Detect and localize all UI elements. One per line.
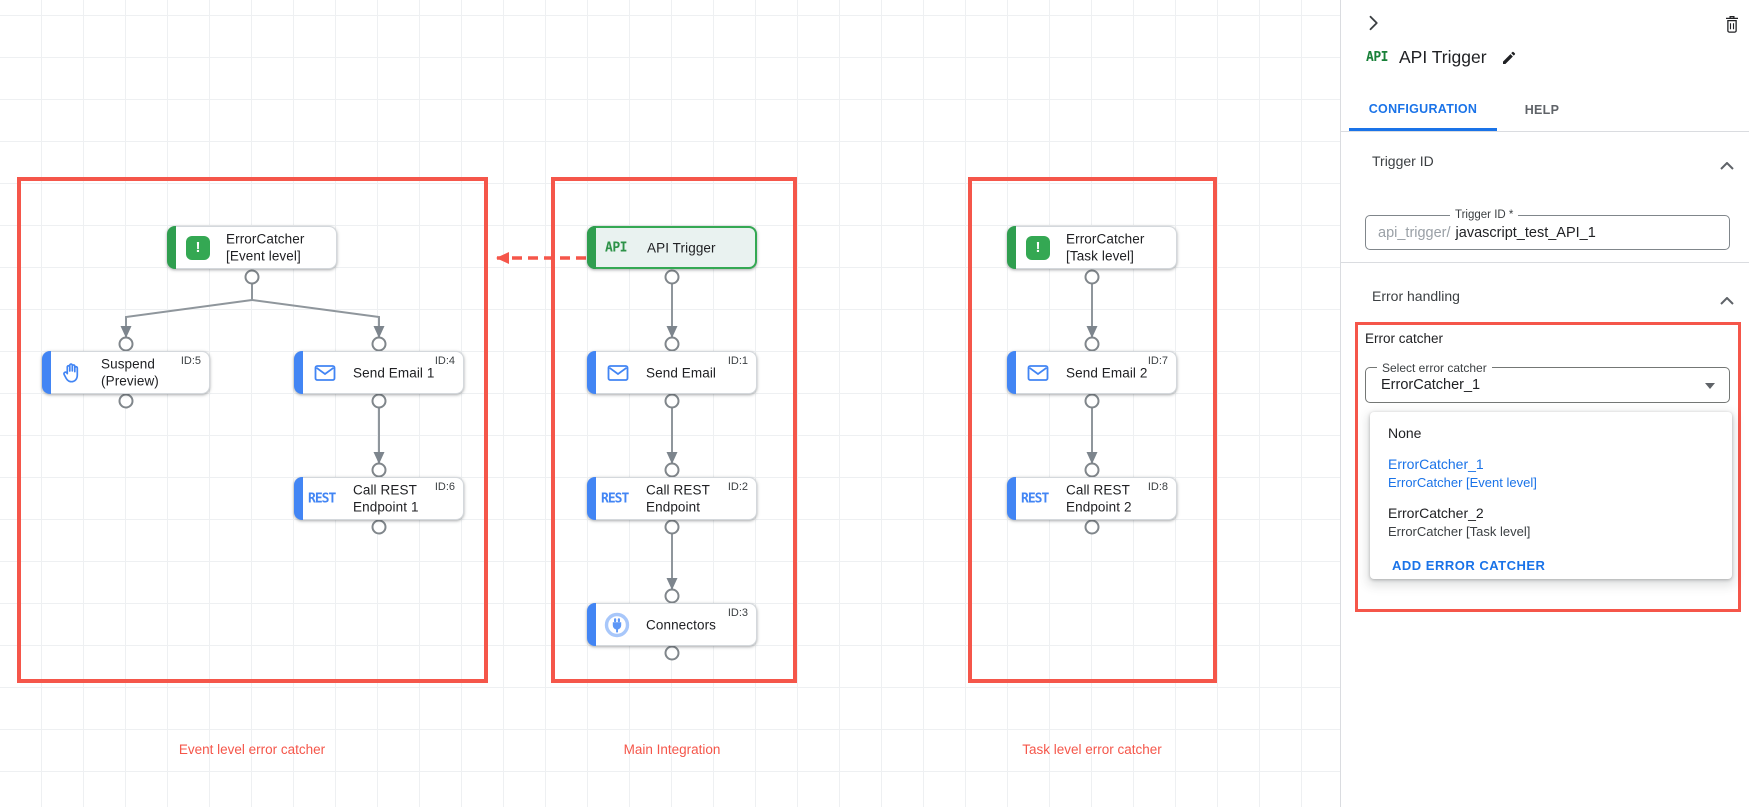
dropdown-option-errorcatcher-1[interactable]: ErrorCatcher_1 ErrorCatcher [Event level… xyxy=(1388,456,1732,490)
group-label-event-level: Event level error catcher xyxy=(178,742,326,757)
email-icon xyxy=(313,361,337,385)
node-label: Send Email 2 xyxy=(1066,364,1148,380)
error-catcher-icon: ! xyxy=(1026,235,1050,260)
node-label: Call REST Endpoint 1 xyxy=(353,482,419,515)
node-id: ID:4 xyxy=(434,355,455,367)
email-icon xyxy=(1026,361,1050,385)
collapse-section-icon[interactable] xyxy=(1720,292,1734,305)
trigger-id-prefix: api_trigger/ xyxy=(1378,224,1451,241)
node-id: ID:2 xyxy=(727,481,748,493)
edit-title-icon[interactable] xyxy=(1501,50,1517,66)
collapse-section-icon[interactable] xyxy=(1720,157,1734,170)
accent-bar xyxy=(167,226,176,269)
accent-bar xyxy=(587,226,596,269)
section-heading-trigger-id: Trigger ID xyxy=(1372,153,1434,169)
error-catcher-icon: ! xyxy=(186,235,210,260)
node-label: Send Email 1 xyxy=(353,364,435,380)
node-error-catcher-event-level[interactable]: ! ErrorCatcher [Event level] xyxy=(167,226,337,269)
node-error-catcher-task-level[interactable]: ! ErrorCatcher [Task level] xyxy=(1007,226,1177,269)
error-catcher-dropdown: None ErrorCatcher_1 ErrorCatcher [Event … xyxy=(1370,412,1732,579)
select-error-catcher-value: ErrorCatcher_1 xyxy=(1381,377,1481,393)
rest-icon: REST xyxy=(1021,491,1049,506)
node-send-email[interactable]: Send Email ID:1 xyxy=(587,351,757,394)
node-call-rest-endpoint-1[interactable]: REST Call REST Endpoint 1 ID:6 xyxy=(294,477,464,520)
node-id: ID:7 xyxy=(1147,355,1168,367)
option-name: ErrorCatcher_2 xyxy=(1388,505,1484,521)
accent-bar xyxy=(294,477,303,520)
accent-bar xyxy=(587,351,596,394)
node-label: Call REST Endpoint xyxy=(646,482,710,515)
node-label: ErrorCatcher [Task level] xyxy=(1066,231,1145,264)
accent-bar xyxy=(587,603,596,646)
option-description: ErrorCatcher [Task level] xyxy=(1388,524,1531,539)
api-trigger-icon: API xyxy=(1366,50,1388,65)
node-send-email-1[interactable]: Send Email 1 ID:4 xyxy=(294,351,464,394)
connectors-icon xyxy=(604,612,630,638)
node-id: ID:6 xyxy=(434,481,455,493)
add-error-catcher-button[interactable]: ADD ERROR CATCHER xyxy=(1392,558,1546,573)
dropdown-option-errorcatcher-2[interactable]: ErrorCatcher_2 ErrorCatcher [Task level] xyxy=(1388,505,1732,539)
group-label-main-integration: Main Integration xyxy=(623,742,721,757)
option-name: ErrorCatcher_1 xyxy=(1388,456,1484,472)
hand-icon xyxy=(60,361,84,385)
accent-bar xyxy=(1007,226,1016,269)
task-level-group-outline xyxy=(968,177,1217,683)
node-label: API Trigger xyxy=(647,239,716,255)
node-send-email-2[interactable]: Send Email 2 ID:7 xyxy=(1007,351,1177,394)
panel-tabs: CONFIGURATION HELP xyxy=(1341,89,1749,132)
node-call-rest-endpoint-2[interactable]: REST Call REST Endpoint 2 ID:8 xyxy=(1007,477,1177,520)
accent-bar xyxy=(294,351,303,394)
section-heading-error-handling: Error handling xyxy=(1372,288,1460,304)
accent-bar xyxy=(1007,477,1016,520)
node-id: ID:8 xyxy=(1147,481,1168,493)
collapse-panel-icon[interactable] xyxy=(1363,13,1383,33)
delete-icon[interactable] xyxy=(1723,14,1741,34)
rest-icon: REST xyxy=(601,491,629,506)
node-api-trigger[interactable]: API API Trigger xyxy=(587,226,757,269)
trigger-id-field-label: Trigger ID * xyxy=(1450,209,1519,221)
event-level-group-outline xyxy=(17,177,488,683)
section-divider xyxy=(1341,262,1749,263)
error-catcher-highlight-outline xyxy=(1355,322,1741,612)
node-label: Send Email xyxy=(646,364,717,380)
config-panel: API API Trigger CONFIGURATION HELP Trigg… xyxy=(1340,0,1749,807)
api-icon: API xyxy=(605,240,627,255)
email-icon xyxy=(606,361,630,385)
option-description: ErrorCatcher [Event level] xyxy=(1388,475,1537,490)
node-id: ID:3 xyxy=(727,607,748,619)
accent-bar xyxy=(1007,351,1016,394)
group-label-task-level: Task level error catcher xyxy=(1022,742,1162,757)
node-id: ID:5 xyxy=(180,355,201,367)
trigger-id-value: javascript_test_API_1 xyxy=(1455,224,1596,241)
accent-bar xyxy=(42,351,51,394)
tab-help[interactable]: HELP xyxy=(1524,103,1560,117)
node-label: Call REST Endpoint 2 xyxy=(1066,482,1132,515)
chevron-down-icon xyxy=(1705,383,1715,389)
tab-configuration[interactable]: CONFIGURATION xyxy=(1349,89,1497,131)
node-suspend[interactable]: Suspend (Preview) ID:5 xyxy=(42,351,210,394)
rest-icon: REST xyxy=(308,491,336,506)
error-catcher-group-label: Error catcher xyxy=(1365,331,1444,346)
dropdown-option-none[interactable]: None xyxy=(1388,425,1422,441)
accent-bar xyxy=(587,477,596,520)
node-label: ErrorCatcher [Event level] xyxy=(226,231,305,264)
select-error-catcher[interactable]: Select error catcher ErrorCatcher_1 xyxy=(1365,361,1730,403)
main-integration-group-outline xyxy=(551,177,797,683)
node-call-rest-endpoint[interactable]: REST Call REST Endpoint ID:2 xyxy=(587,477,757,520)
node-id: ID:1 xyxy=(727,355,748,367)
node-label: Suspend (Preview) xyxy=(101,356,159,389)
panel-title: API Trigger xyxy=(1398,47,1487,67)
integration-canvas[interactable]: ! ErrorCatcher [Event level] Suspend (Pr… xyxy=(0,0,1340,807)
node-connectors[interactable]: Connectors ID:3 xyxy=(587,603,757,646)
select-error-catcher-label: Select error catcher xyxy=(1377,361,1492,375)
trigger-id-field[interactable]: Trigger ID * api_trigger/ javascript_tes… xyxy=(1365,209,1730,250)
node-label: Connectors xyxy=(646,616,717,632)
